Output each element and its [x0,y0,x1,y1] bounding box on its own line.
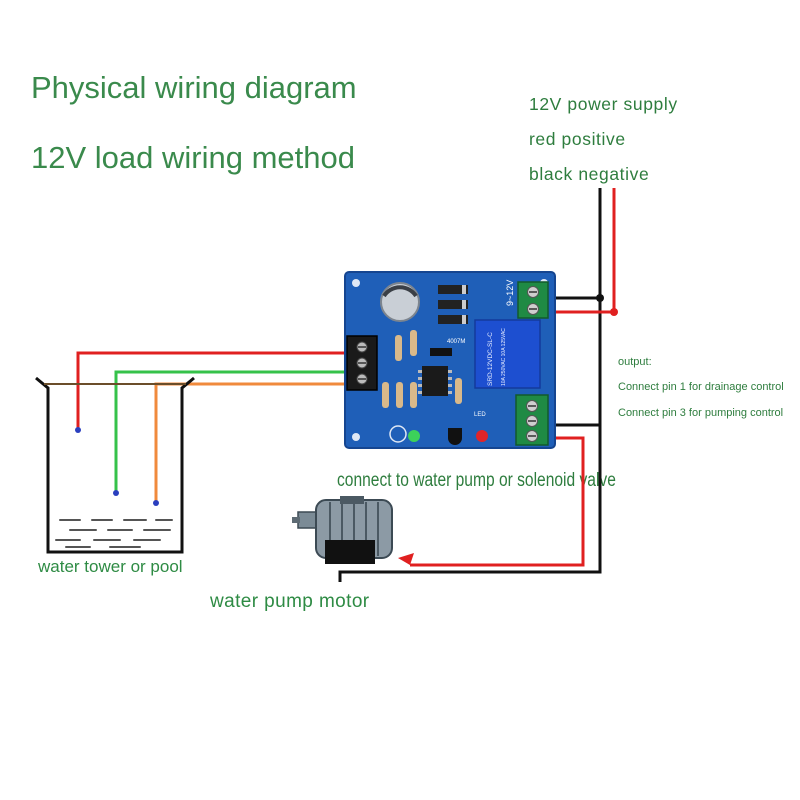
output-pin3-note: Connect pin 3 for pumping control [618,407,784,419]
component [430,348,452,356]
probe-tip [75,427,81,433]
ic-chip [422,366,448,396]
water-tank [35,376,195,554]
diagram-subtitle: 12V load wiring method [31,140,355,175]
mounting-hole [352,433,360,441]
power-supply-wires [548,188,618,425]
pump-motor [292,496,393,564]
probe-wires [75,351,345,506]
relay [474,319,541,389]
relay-text: SRD-12VDC-SL-C [487,332,494,386]
red-arrow-icon [398,553,414,565]
diode [438,315,468,324]
red-led [476,430,488,442]
red-motor-wire [410,436,585,567]
orange-probe-wire [154,382,345,503]
power-supply-label: 12V power supply [529,94,678,114]
water-surface-icon [55,519,173,548]
diagram-title: Physical wiring diagram [31,70,357,105]
controller-board: 4007M SRD-12VDC-SL-C 10A 250VAC 10A 125V… [344,271,556,449]
junction-dot [596,294,604,302]
relay-spec: 10A 250VAC 10A 125VAC [501,328,507,386]
output-heading: output: [618,356,652,368]
junction-dot [610,308,618,316]
red-probe-wire [76,351,345,430]
pump-connection-note: connect to water pump or solenoid valve [337,470,616,491]
mounting-hole [352,279,360,287]
voltage-label: 9~12V [505,280,515,306]
diode [438,300,468,309]
diode-text: 4007M [447,339,465,345]
green-led [408,430,420,442]
black-negative-label: black negative [529,164,650,184]
motor-cover [325,540,375,564]
black-motor-wire [338,423,602,582]
motor-label: water pump motor [210,591,370,612]
transistor [448,428,462,445]
output-pin1-note: Connect pin 1 for drainage control [618,381,784,393]
diode [438,285,468,294]
probe-tip [113,490,119,496]
potentiometer [389,425,407,443]
tank-label: water tower or pool [38,557,183,576]
red-positive-label: red positive [529,129,626,149]
probe-tip [153,500,159,506]
green-probe-wire [114,370,345,493]
resistor-group [382,330,462,408]
output-wires [338,423,602,582]
capacitor [380,282,420,322]
led-text: LED [474,412,486,418]
